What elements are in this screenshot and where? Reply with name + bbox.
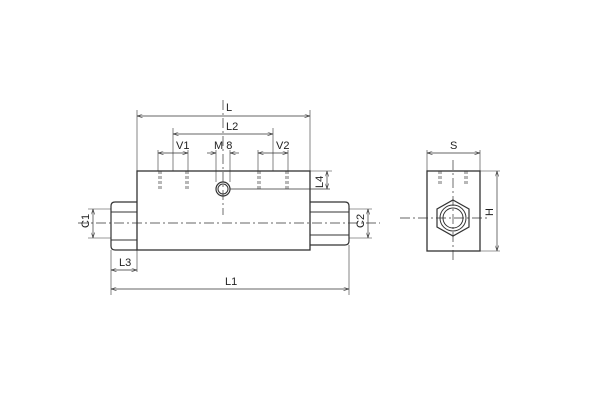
side-view-labels: S H	[450, 140, 496, 216]
right-fitting	[310, 201, 350, 246]
valve-body	[136, 170, 311, 251]
dim-V1: V1	[176, 140, 189, 152]
side-body	[426, 170, 481, 252]
dim-C1: C1	[80, 214, 92, 228]
dim-L4: L4	[314, 176, 326, 188]
dim-L1: L1	[225, 276, 237, 288]
dim-M8: M 8	[214, 140, 232, 152]
front-view	[78, 100, 380, 295]
dim-S: S	[450, 140, 457, 152]
dim-L3: L3	[119, 257, 131, 269]
dim-L: L	[226, 102, 232, 114]
dim-C2: C2	[355, 214, 367, 228]
dim-L2: L2	[226, 121, 238, 133]
dim-H: H	[484, 208, 496, 216]
side-view	[400, 150, 500, 262]
left-fitting	[110, 201, 137, 251]
front-view-labels: L L2 V1 V2 M 8 L3 L1 C1 C2 L4	[80, 102, 367, 288]
dim-V2: V2	[276, 140, 289, 152]
